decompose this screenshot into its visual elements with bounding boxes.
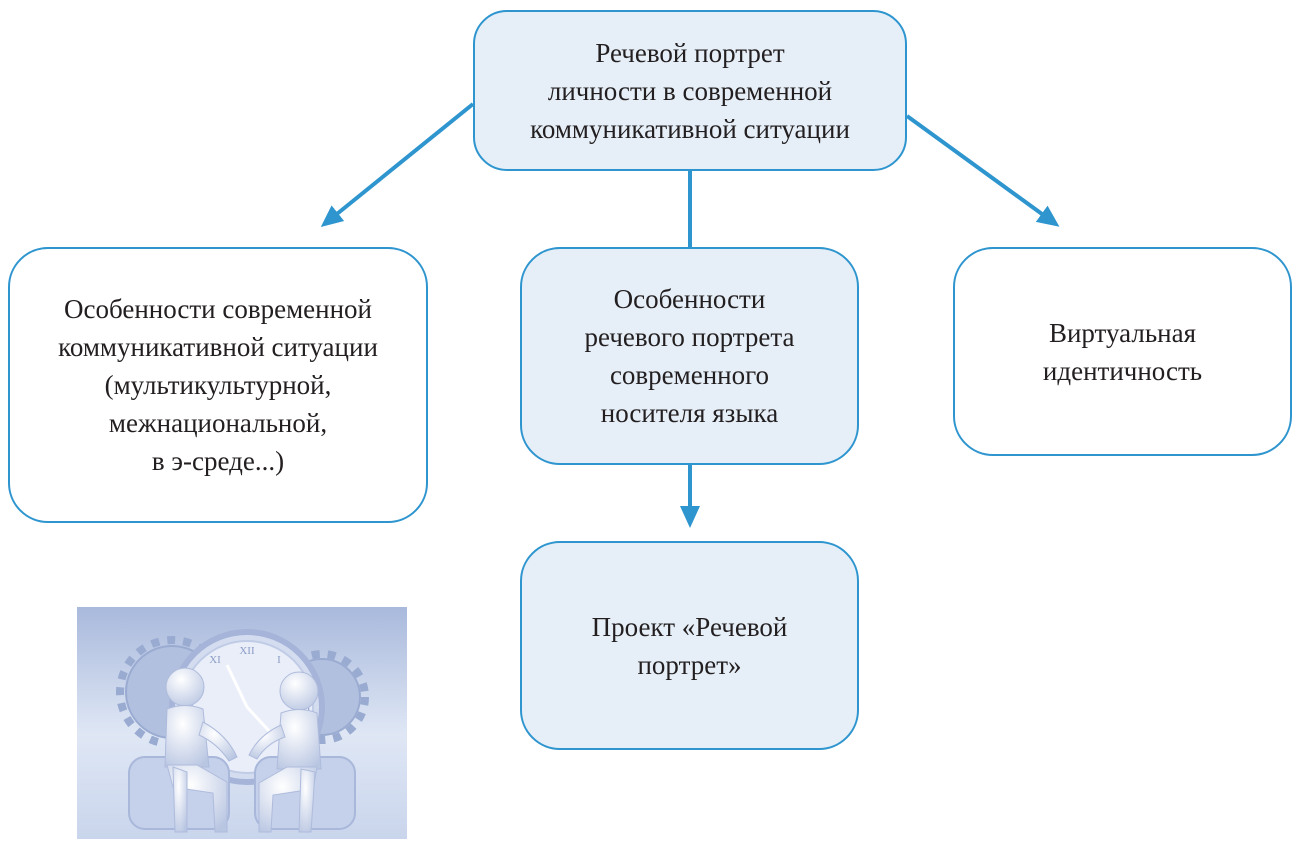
node-communicative-situation: Особенности современной коммуникативной … bbox=[8, 247, 428, 523]
node-virtual-identity: Виртуальная идентичность bbox=[953, 247, 1292, 456]
edge-root-to-right bbox=[905, 114, 1060, 227]
edge-root-to-left bbox=[320, 102, 475, 228]
clock-numeral-xi: XI bbox=[209, 654, 221, 666]
node-communicative-situation-label: Особенности современной коммуникативной … bbox=[58, 294, 378, 476]
node-project-label: Проект «Речевой портрет» bbox=[591, 611, 788, 680]
two-figures-talking-with-clock-and-gears-icon: XII I II III IX X XI bbox=[77, 607, 407, 839]
node-speech-portrait-features-label: Особенности речевого портрета современно… bbox=[584, 284, 795, 428]
root-node: Речевой портрет личности в современной к… bbox=[473, 10, 907, 171]
clock-numeral-i: I bbox=[277, 654, 281, 666]
node-virtual-identity-label: Виртуальная идентичность bbox=[1042, 317, 1203, 386]
root-node-label: Речевой портрет личности в современной к… bbox=[530, 37, 850, 144]
node-project: Проект «Речевой портрет» bbox=[520, 541, 859, 750]
node-speech-portrait-features: Особенности речевого портрета современно… bbox=[520, 247, 859, 465]
clock-numeral-xii: XII bbox=[239, 645, 255, 657]
